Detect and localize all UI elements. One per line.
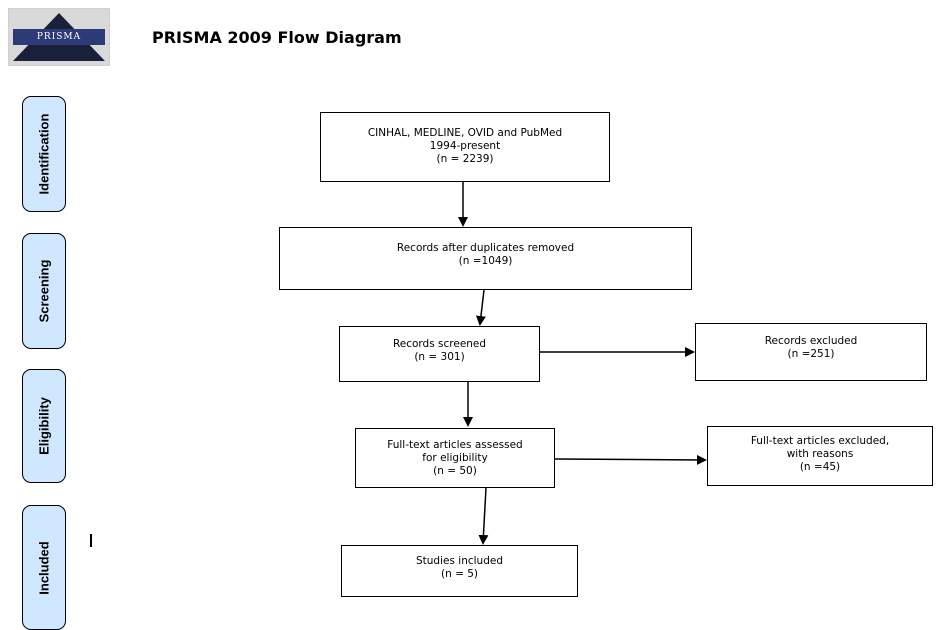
arrow-fulltext-to-excluded xyxy=(554,454,707,465)
box-text: (n = 50) xyxy=(433,465,477,477)
box-text: Studies included xyxy=(416,555,503,567)
box-text: (n =251) xyxy=(787,348,835,360)
stage-eligibility: Eligibility xyxy=(22,369,66,483)
box-text: CINHAL, MEDLINE, OVID and PubMed xyxy=(367,127,563,139)
stray-text-mark xyxy=(90,534,92,547)
box-text: Full-text articles excluded, xyxy=(750,435,890,447)
stage-identification: Identification xyxy=(22,96,66,212)
box-after-duplicates: Records after duplicates removed (n =104… xyxy=(279,227,692,290)
stage-screening: Screening xyxy=(22,233,66,349)
box-fulltext-excluded: Full-text articles excluded, with reason… xyxy=(707,426,933,486)
box-studies-included: Studies included (n = 5) xyxy=(341,545,578,597)
box-text: (n =45) xyxy=(799,461,841,473)
box-records-excluded: Records excluded (n =251) xyxy=(695,323,927,381)
box-text: with reasons xyxy=(786,448,854,460)
box-text: (n = 5) xyxy=(440,568,478,580)
box-text: for eligibility xyxy=(422,452,488,464)
prisma-logo: PRISMA xyxy=(8,8,110,66)
box-text: Records screened xyxy=(392,338,487,350)
page-title: PRISMA 2009 Flow Diagram xyxy=(152,28,402,47)
box-text: 1994-present xyxy=(429,140,501,152)
prisma-logo-graphic xyxy=(9,9,109,65)
arrow-duplicates-to-screened xyxy=(475,289,486,326)
box-records-identified: CINHAL, MEDLINE, OVID and PubMed 1994-pr… xyxy=(320,112,610,182)
box-text: Full-text articles assessed xyxy=(387,439,523,451)
box-records-screened: Records screened (n = 301) xyxy=(339,326,540,382)
box-text: (n =1049) xyxy=(458,255,513,267)
box-text: (n = 301) xyxy=(414,351,465,363)
logo-text: PRISMA xyxy=(36,32,82,42)
box-text: Records excluded xyxy=(764,335,858,347)
box-fulltext-assessed: Full-text articles assessed for eligibil… xyxy=(355,428,555,488)
box-text: Records after duplicates removed xyxy=(396,242,575,254)
box-text: (n = 2239) xyxy=(436,153,494,165)
arrow-fulltext-to-included xyxy=(478,487,489,545)
